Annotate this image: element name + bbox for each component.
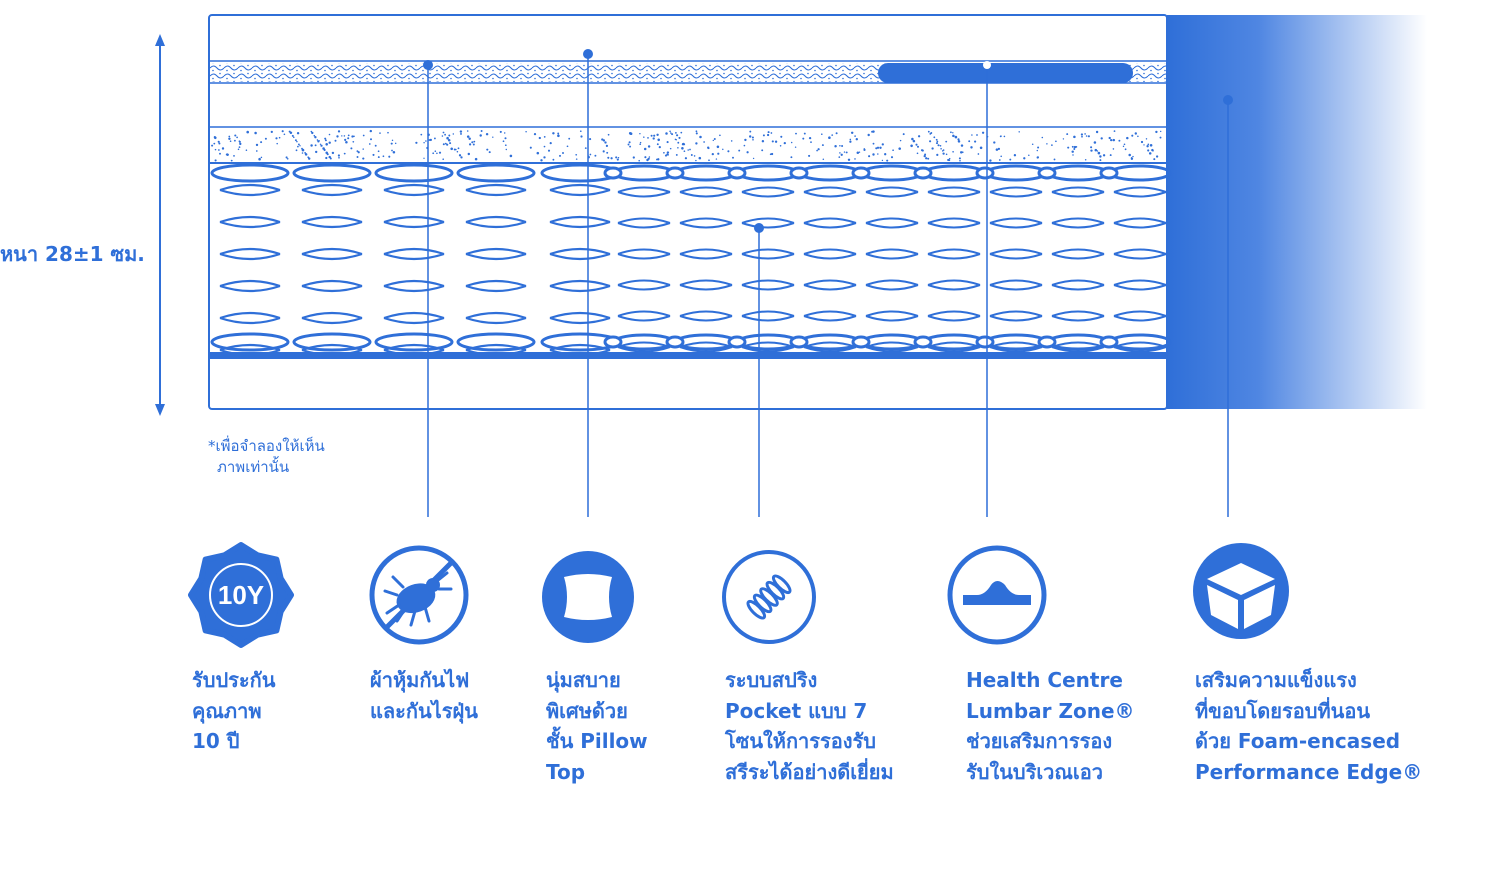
caption-line: Performance Edge® <box>1195 759 1423 784</box>
caption-line: Lumbar Zone® <box>966 698 1135 723</box>
spring-coil <box>374 163 454 357</box>
coil-junction <box>913 335 933 349</box>
caption-line: รับประกัน <box>192 668 276 692</box>
pillow-icon <box>542 551 634 643</box>
spring-coil <box>210 163 290 357</box>
caption-line: พิเศษด้วย <box>546 698 628 723</box>
illustration-note: *เพื่อจำลองให้เห็น ภาพเท่านั้น <box>208 436 408 478</box>
caption-line: และกันไรฝุ่น <box>370 698 478 723</box>
callout-fabric <box>423 60 433 517</box>
caption-line: Top <box>546 759 586 784</box>
caption-line: ช่วยเสริมการรอง <box>966 729 1113 753</box>
caption-line: ชั้น Pillow <box>546 729 648 753</box>
caption-line: รับในบริเวณเอว <box>966 759 1104 784</box>
caption-line: ที่ขอบโดยรอบที่นอน <box>1195 698 1370 723</box>
caption-line: โซนให้การรองรับ <box>725 729 876 753</box>
coil-junction <box>851 166 871 180</box>
coil-junction <box>1099 335 1119 349</box>
note-line-2: ภาพเท่านั้น <box>217 458 290 476</box>
spring-coil <box>456 163 536 357</box>
warranty-badge-text: 10Y <box>218 580 264 610</box>
spring-coil <box>1046 164 1110 353</box>
caption-line: ด้วย Foam-encased <box>1195 729 1401 753</box>
caption-line: 10 ปี <box>192 729 240 753</box>
callout-lines <box>423 49 1233 517</box>
caption-line: Pocket แบบ 7 <box>725 698 868 723</box>
spring-coil <box>612 164 676 353</box>
caption-line: ระบบสปริง <box>725 668 818 692</box>
feature-caption: เสริมความแข็งแรง ที่ขอบโดยรอบที่นอน ด้วย… <box>1195 665 1422 787</box>
coil-junction <box>1037 166 1057 180</box>
spring-coil <box>1108 164 1172 353</box>
note-line-1: *เพื่อจำลองให้เห็น <box>208 437 325 455</box>
caption-line: เสริมความแข็งแรง <box>1195 668 1357 692</box>
warranty-badge-icon: 10Y <box>188 542 294 648</box>
caption-line: สรีระได้อย่างดีเยี่ยม <box>725 759 894 784</box>
coil-junction <box>913 166 933 180</box>
spring-coil <box>860 164 924 353</box>
spring-coil <box>540 163 620 357</box>
foam-encased-edge <box>1167 15 1427 409</box>
spring-coil <box>922 164 986 353</box>
coil-junction <box>727 166 747 180</box>
thickness-label: หนา 28±1 ซม. <box>0 242 145 266</box>
coil-spring-icon <box>722 550 816 644</box>
caption-line: นุ่มสบาย <box>546 668 621 692</box>
feature-caption: Health Centre Lumbar Zone® ช่วยเสริมการร… <box>966 665 1135 787</box>
coil-junction <box>603 166 623 180</box>
coil-junction <box>665 335 685 349</box>
callout-springs <box>754 223 764 517</box>
coil-junction <box>975 166 995 180</box>
caption-line: ผ้าหุ้มกันไฟ <box>370 668 470 692</box>
coil-junction <box>789 335 809 349</box>
caption-line: Health Centre <box>966 668 1123 692</box>
coil-junction <box>603 335 623 349</box>
feature-caption: ผ้าหุ้มกันไฟ และกันไรฝุ่น <box>370 665 478 726</box>
pillow-top-foam-layer <box>209 126 1167 162</box>
coil-junction <box>665 166 685 180</box>
callout-pillow-top <box>583 49 593 517</box>
coil-junction <box>727 335 747 349</box>
coil-junction <box>1037 335 1057 349</box>
feature-caption: รับประกัน คุณภาพ 10 ปี <box>192 665 275 757</box>
spring-coil <box>798 164 862 353</box>
callout-lumbar <box>983 61 991 517</box>
mattress-outline <box>208 14 1168 410</box>
spring-coil <box>984 164 1048 353</box>
feature-caption: นุ่มสบาย พิเศษด้วย ชั้น Pillow Top <box>546 665 648 787</box>
feature-caption: ระบบสปริง Pocket แบบ 7 โซนให้การรองรับ ส… <box>725 665 894 787</box>
coil-junction <box>1099 166 1119 180</box>
callout-edge <box>1223 95 1233 517</box>
coil-junction <box>851 335 871 349</box>
foam-edge-icon <box>1193 543 1289 639</box>
spring-coil <box>736 164 800 353</box>
pocket-spring-layer <box>209 162 1172 359</box>
no-dust-mite-icon <box>369 545 469 645</box>
lumbar-support-icon <box>947 545 1047 645</box>
lumbar-zone-bar <box>878 63 1133 83</box>
spring-coil <box>292 163 372 357</box>
spring-coil <box>674 164 738 353</box>
caption-line: คุณภาพ <box>192 698 262 723</box>
thickness-dimension-arrow <box>155 34 165 416</box>
coil-junction <box>789 166 809 180</box>
coil-junction <box>975 335 995 349</box>
